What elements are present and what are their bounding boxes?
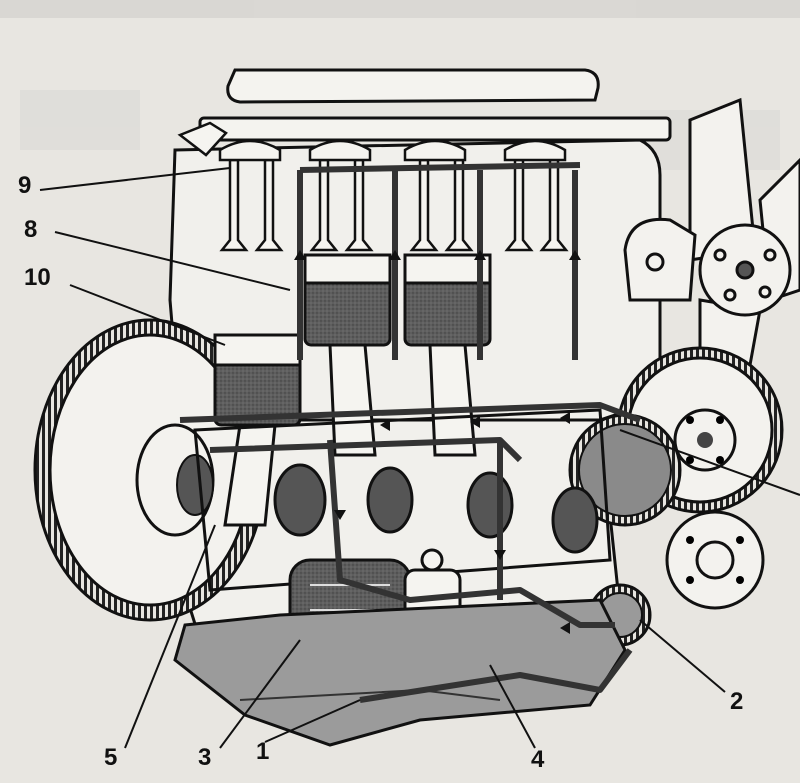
callout-1: 1 [256,738,270,765]
pistons [213,253,492,427]
callout-2: 2 [730,688,744,715]
callout-8: 8 [24,216,38,243]
callout-5: 5 [104,744,118,771]
water-pump [623,217,697,302]
callout-3: 3 [198,744,212,771]
timing-gears [568,346,784,647]
oil-gallery-paths [179,162,642,703]
rocker-arms [177,121,567,162]
rocker-cover-rail [198,68,672,142]
oil-sump [173,598,627,747]
callout-10: 10 [24,264,51,291]
callout-9: 9 [18,172,32,199]
callout-4: 4 [531,746,545,773]
callout-leader-lines [39,167,800,749]
oil-flow-arrows [294,250,581,634]
